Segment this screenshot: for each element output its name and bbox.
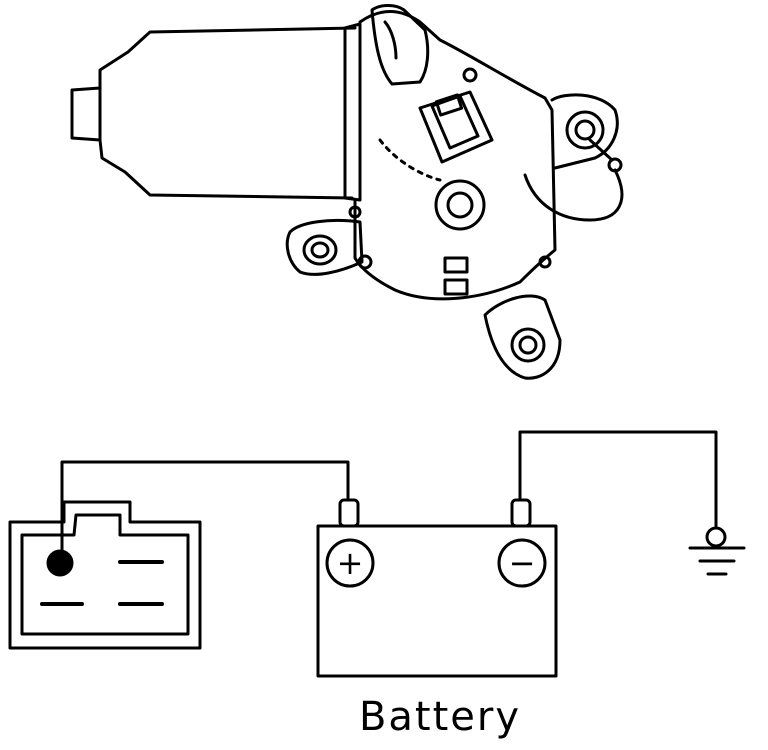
wire-connector-to-positive xyxy=(60,460,350,557)
wiper-motor xyxy=(70,4,624,380)
connector-pins xyxy=(40,560,164,606)
negative-symbol: − xyxy=(509,544,536,582)
positive-symbol: + xyxy=(337,544,364,582)
battery xyxy=(316,524,558,678)
wire-negative-to-ground xyxy=(518,430,718,530)
battery-positive-terminal xyxy=(325,498,375,588)
battery-negative-terminal xyxy=(497,498,547,588)
motor-connector xyxy=(8,500,202,650)
connector-pin-filled xyxy=(46,549,74,577)
ground-symbol xyxy=(688,526,746,576)
battery-label: Battery xyxy=(358,694,522,740)
